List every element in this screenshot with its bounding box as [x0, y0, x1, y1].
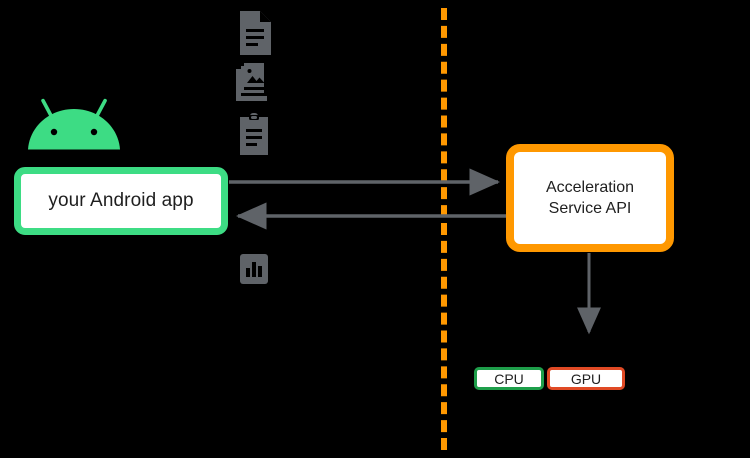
clipboard-icon	[238, 113, 270, 155]
cpu-chip: CPU	[474, 367, 544, 390]
photo-library-icon	[236, 63, 272, 101]
client-app-box: your Android app	[14, 167, 228, 235]
acceleration-service-box: Acceleration Service API	[506, 144, 674, 252]
process-boundary-divider	[441, 8, 447, 450]
gpu-chip-label: GPU	[570, 370, 602, 387]
cpu-chip-label: CPU	[494, 370, 524, 387]
document-icon	[237, 11, 271, 55]
gpu-chip: GPU	[547, 367, 625, 390]
service-label-line2: Service API	[548, 200, 632, 217]
bar-chart-icon	[240, 254, 268, 284]
android-robot-icon	[22, 96, 126, 170]
client-app-label: your Android app	[48, 190, 194, 211]
service-label-line1: Acceleration	[545, 178, 635, 196]
